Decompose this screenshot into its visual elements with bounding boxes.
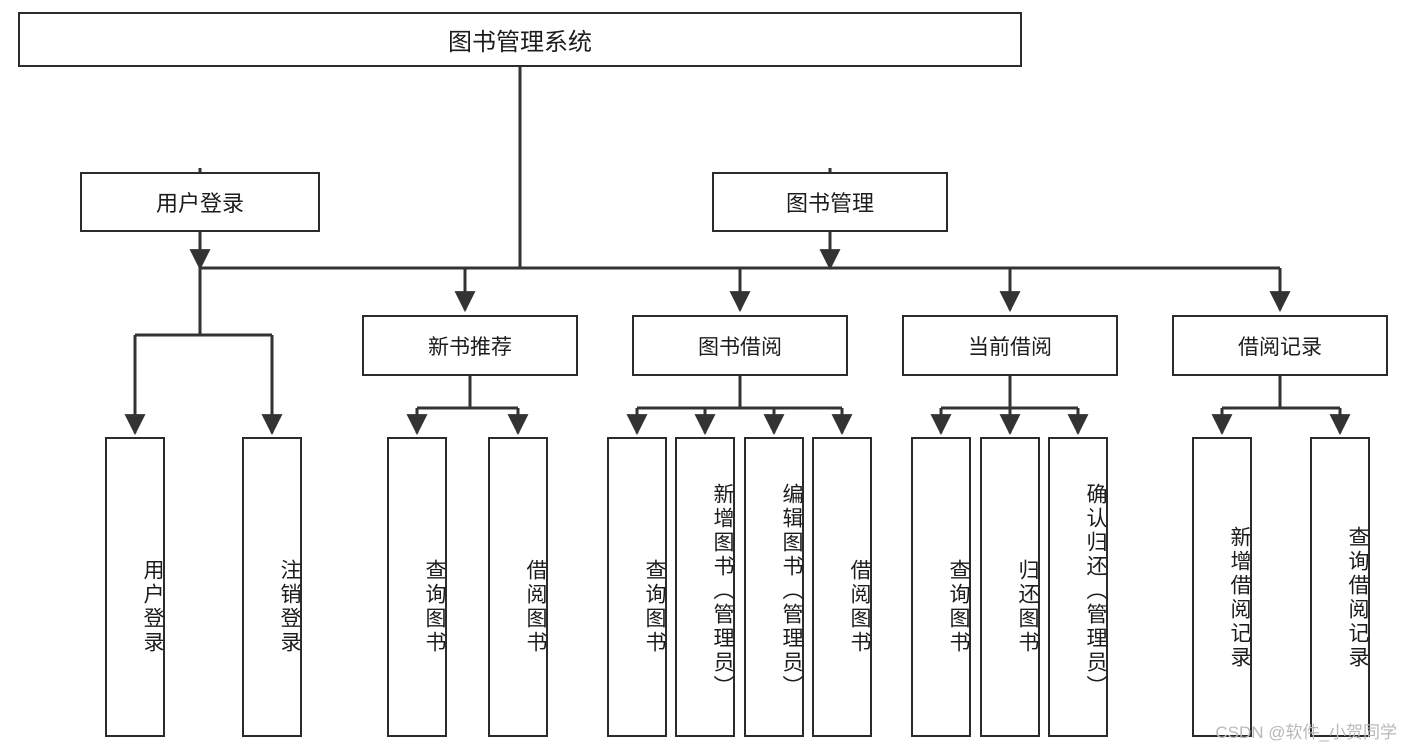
node-leaf-logout[interactable]: 注销登录 — [242, 437, 302, 737]
node-leaf-add-book-label: 新增图书（管理员） — [711, 483, 734, 699]
node-user-login-label: 用户登录 — [155, 191, 244, 216]
node-root[interactable]: 图书管理系统 — [18, 12, 1022, 67]
node-leaf-edit-book[interactable]: 编辑图书（管理员） — [744, 437, 804, 737]
node-book-borrow-label: 图书借阅 — [698, 335, 782, 359]
node-leaf-user-login[interactable]: 用户登录 — [105, 437, 165, 737]
node-leaf-add-record-label: 新增借阅记录 — [1228, 526, 1251, 670]
node-leaf-logout-label: 注销登录 — [278, 559, 301, 655]
node-leaf-confirm-return-label: 确认归还（管理员） — [1084, 483, 1107, 699]
node-leaf-borrow-book-1[interactable]: 借阅图书 — [488, 437, 548, 737]
node-borrow-record-label: 借阅记录 — [1238, 335, 1322, 359]
node-leaf-add-record[interactable]: 新增借阅记录 — [1192, 437, 1252, 737]
node-user-login[interactable]: 用户登录 — [80, 172, 320, 232]
node-leaf-query-record-label: 查询借阅记录 — [1346, 526, 1369, 670]
node-leaf-return-book[interactable]: 归还图书 — [980, 437, 1040, 737]
node-current-borrow[interactable]: 当前借阅 — [902, 315, 1118, 376]
node-leaf-query-book-1-label: 查询图书 — [423, 559, 446, 655]
node-leaf-add-book[interactable]: 新增图书（管理员） — [675, 437, 735, 737]
node-leaf-query-book-2[interactable]: 查询图书 — [607, 437, 667, 737]
csdn-watermark: CSDN @软件_小贺同学 — [1215, 723, 1397, 742]
node-leaf-borrow-book-2-label: 借阅图书 — [848, 559, 871, 655]
node-book-borrow[interactable]: 图书借阅 — [632, 315, 848, 376]
node-leaf-edit-book-label: 编辑图书（管理员） — [780, 483, 803, 699]
node-leaf-user-login-label: 用户登录 — [141, 559, 164, 655]
node-leaf-query-book-3[interactable]: 查询图书 — [911, 437, 971, 737]
node-leaf-query-record[interactable]: 查询借阅记录 — [1310, 437, 1370, 737]
node-book-manage-label: 图书管理 — [785, 191, 874, 216]
node-book-manage[interactable]: 图书管理 — [712, 172, 948, 232]
node-leaf-return-book-label: 归还图书 — [1016, 559, 1039, 655]
node-new-book-recommend-label: 新书推荐 — [428, 335, 512, 359]
node-current-borrow-label: 当前借阅 — [968, 335, 1052, 359]
node-root-label: 图书管理系统 — [448, 29, 592, 56]
node-leaf-borrow-book-1-label: 借阅图书 — [524, 559, 547, 655]
node-leaf-borrow-book-2[interactable]: 借阅图书 — [812, 437, 872, 737]
node-borrow-record[interactable]: 借阅记录 — [1172, 315, 1388, 376]
node-leaf-query-book-2-label: 查询图书 — [643, 559, 666, 655]
node-leaf-query-book-1[interactable]: 查询图书 — [387, 437, 447, 737]
node-leaf-query-book-3-label: 查询图书 — [947, 559, 970, 655]
node-leaf-confirm-return[interactable]: 确认归还（管理员） — [1048, 437, 1108, 737]
node-new-book-recommend[interactable]: 新书推荐 — [362, 315, 578, 376]
